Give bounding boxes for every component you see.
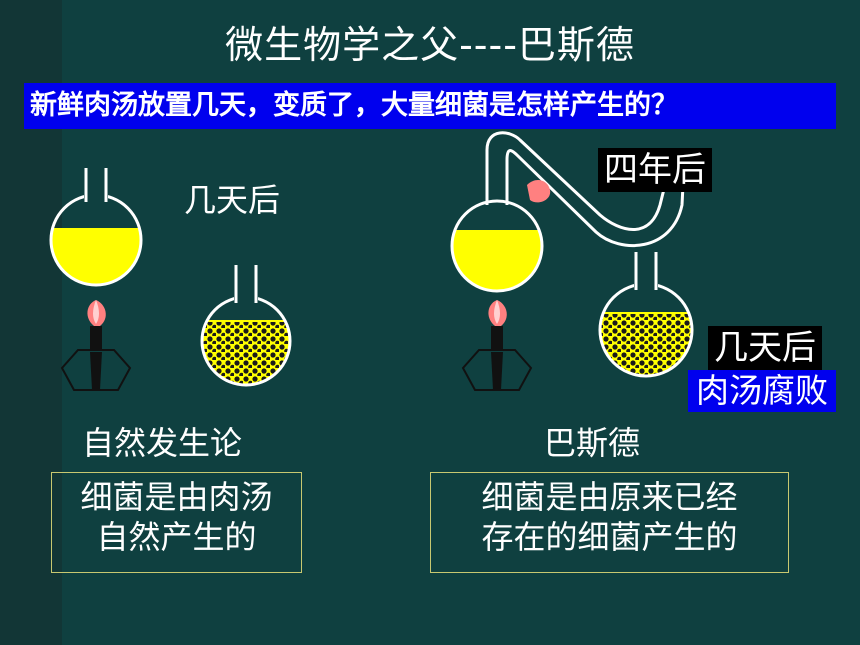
- spontaneous-generation-label: 自然发生论: [82, 424, 243, 462]
- pasteur-label: 巴斯德: [544, 424, 641, 462]
- left-conclusion-line1: 细菌是由肉汤: [80, 478, 273, 516]
- broth-spoiled-tag: 肉汤腐败: [688, 370, 836, 412]
- right-conclusion-box: 细菌是由原来已经 存在的细菌产生的: [430, 472, 789, 573]
- left-days-later-label: 几天后: [184, 181, 281, 219]
- left-conclusion-box: 细菌是由肉汤 自然产生的: [51, 472, 302, 573]
- left-flask-boiling: [49, 168, 143, 287]
- left-flask-spoiled: [200, 265, 292, 387]
- left-conclusion-line2: 自然产生的: [96, 518, 257, 556]
- right-days-later-tag: 几天后: [708, 326, 822, 370]
- question-banner: 新鲜肉汤放置几天，变质了，大量细菌是怎样产生的？: [24, 83, 836, 129]
- right-swan-neck-flask: [450, 131, 685, 293]
- left-alcohol-lamp: [60, 300, 132, 391]
- right-conclusion-line1: 细菌是由原来已经: [481, 478, 738, 516]
- four-years-later-tag: 四年后: [598, 148, 712, 192]
- slide-title: 微生物学之父----巴斯德: [225, 23, 635, 67]
- right-alcohol-lamp: [461, 300, 533, 391]
- right-flask-spoiled: [598, 252, 694, 378]
- right-conclusion-line2: 存在的细菌产生的: [481, 518, 738, 556]
